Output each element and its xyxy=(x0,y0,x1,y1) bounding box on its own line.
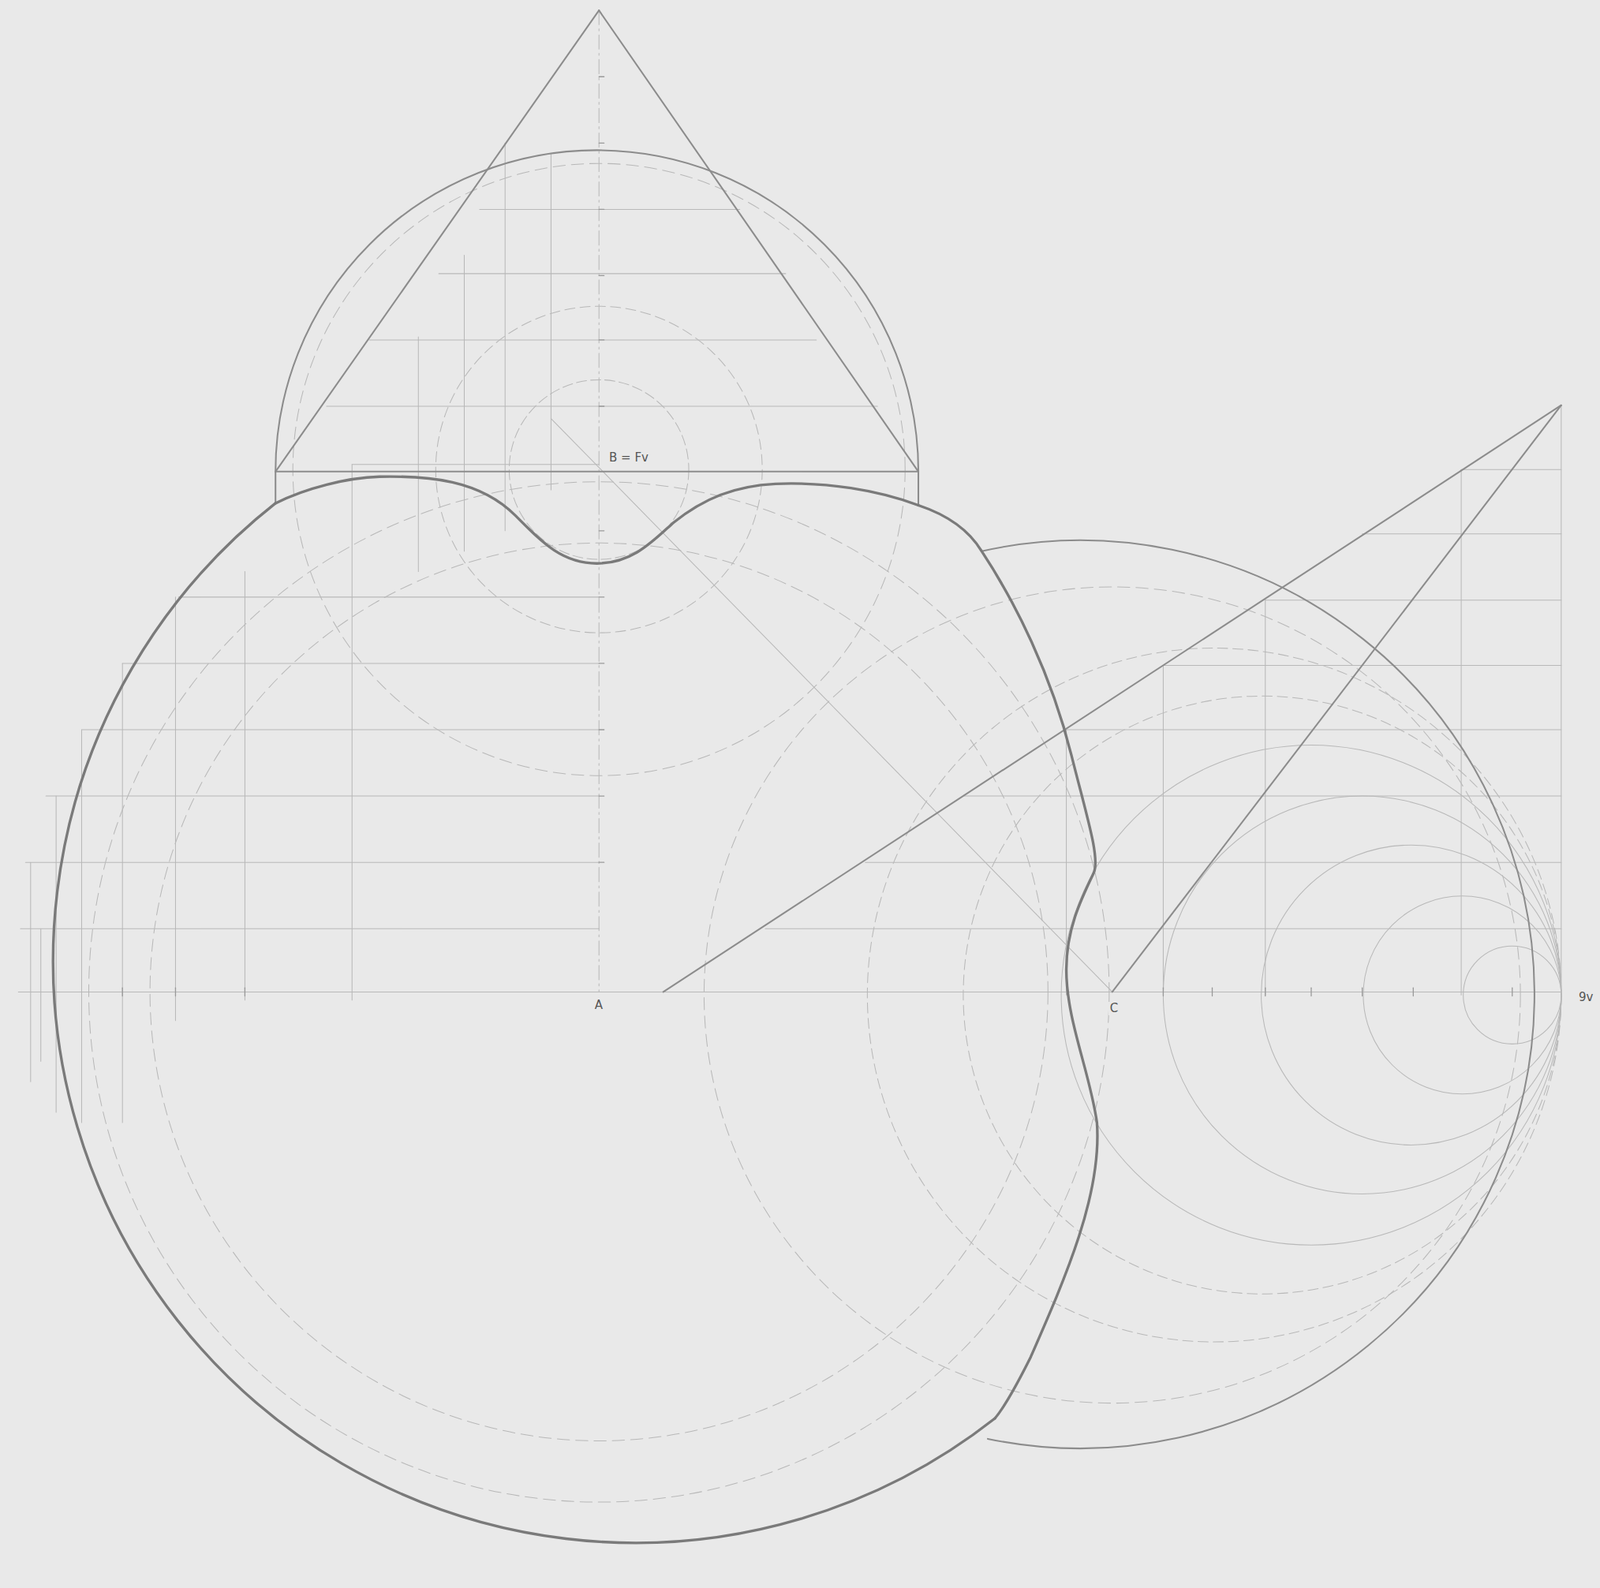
point-label: 9v xyxy=(1577,990,1595,1005)
point-label: B = Fv xyxy=(607,451,651,465)
point-label: C xyxy=(1108,1001,1120,1016)
point-label: A xyxy=(593,998,605,1013)
